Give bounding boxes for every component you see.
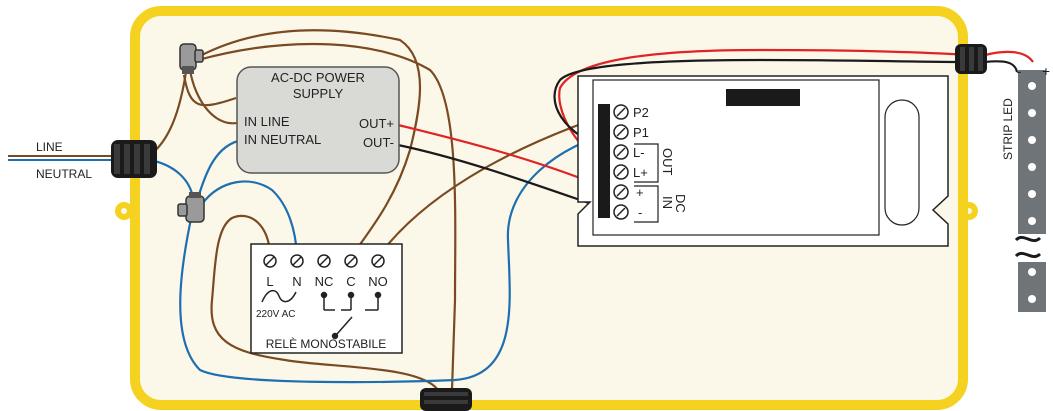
controller-terminal-label: - (638, 205, 642, 220)
power-supply-title-2: SUPPLY (293, 86, 344, 101)
labels: LINE NEUTRAL AC-DC POWER SUPPLY IN LINE … (36, 63, 1050, 351)
strip-led-label: STRIP LED (1001, 98, 1015, 160)
line-wire-label: LINE (36, 140, 63, 154)
controller-in-label: IN (660, 196, 675, 209)
wire-connector-bottom (177, 192, 205, 223)
controller-terminal-label: L- (633, 145, 645, 160)
controller-terminal-label: L+ (633, 165, 648, 180)
neutral-wire-label: NEUTRAL (36, 167, 92, 181)
power-supply-title-1: AC-DC POWER (271, 70, 365, 85)
controller-terminal-label: P2 (633, 105, 649, 120)
strip-minus-label: - (1017, 63, 1022, 79)
brown-wires (149, 29, 616, 391)
power-supply-in-line: IN LINE (244, 114, 290, 129)
strip-break-symbol (1014, 235, 1042, 259)
controller-dc-label: DC (673, 194, 688, 213)
relay-terminal-label: NO (368, 274, 388, 289)
power-supply-in-neutral: IN NEUTRAL (244, 132, 321, 147)
relay-terminal-label: C (346, 274, 355, 289)
led-controller (577, 75, 949, 247)
strip-plus-label: + (1042, 63, 1050, 79)
controller-terminal-label: P1 (633, 125, 649, 140)
cable-gland-top-right (955, 44, 987, 74)
power-supply-out-minus: OUT- (363, 135, 394, 150)
relay-voltage-label: 220V AC (256, 309, 295, 320)
cable-gland-bottom (420, 388, 472, 411)
relay-contact-symbol (320, 291, 382, 340)
led-strip (1012, 70, 1052, 312)
relay-name-label: RELÈ MONOSTABILE (266, 336, 386, 351)
relay-terminal-label: L (266, 274, 273, 289)
controller-terminal-label: + (636, 185, 644, 200)
relay-terminal-screws (263, 254, 385, 268)
power-supply (236, 66, 400, 174)
controller-group-brackets (634, 143, 659, 223)
relay-terminal-label: NC (315, 274, 334, 289)
wire-connector-top (179, 43, 204, 74)
ac-wave-symbol (261, 289, 297, 303)
led-dots (1028, 82, 1036, 303)
relay-terminal-label: N (292, 274, 301, 289)
relay (250, 243, 403, 354)
cable-gland-left (111, 140, 157, 178)
controller-terminal-screws (613, 104, 629, 220)
controller-out-label: OUT (660, 148, 675, 176)
power-supply-out-plus: OUT+ (359, 116, 394, 131)
